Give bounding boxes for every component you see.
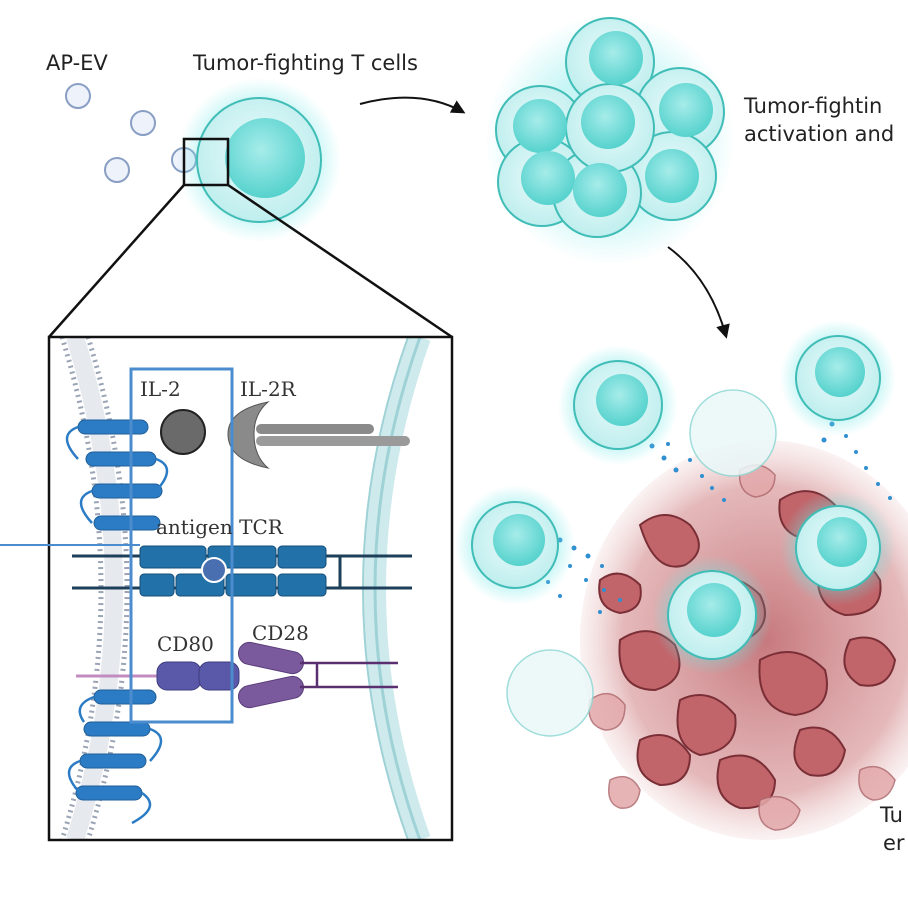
t-cells-label: Tumor-fighting T cells	[192, 51, 418, 75]
t-cell-cluster	[485, 15, 735, 265]
il2-label: IL-2	[140, 377, 181, 401]
vesicle	[65, 83, 91, 109]
antigen-tcr-complex	[72, 545, 412, 597]
cd80-cd28-complex	[76, 641, 398, 709]
membrane-zoom-panel	[47, 335, 454, 842]
zoom-region-marker	[182, 137, 230, 187]
il2-ligand	[160, 409, 206, 455]
activation-label-line2: activation and	[744, 122, 894, 146]
t-cell	[177, 78, 341, 242]
zoom-line-left	[48, 184, 185, 338]
ap-ev-vesicles	[65, 83, 197, 183]
vesicle	[104, 157, 130, 183]
attack-arrow	[667, 246, 730, 339]
tumor-label-line1: Tu	[879, 803, 903, 827]
zoom-line-right	[227, 183, 453, 339]
cd80-label: CD80	[157, 632, 214, 656]
vesicle	[130, 110, 156, 136]
cd28-label: CD28	[252, 621, 309, 645]
antigen-tcr-label: antigen TCR	[156, 515, 284, 539]
ap-ev-label: AP-EV	[46, 51, 108, 75]
tumor-label-line2: er	[883, 831, 905, 855]
proliferation-arrow	[359, 96, 466, 114]
il2r-label: IL-2R	[240, 377, 297, 401]
lipid-bilayer	[59, 337, 104, 840]
il2-receptor	[227, 401, 410, 469]
attacking-t-cells	[455, 320, 896, 737]
activation-label-line1: Tumor-fightin	[743, 94, 882, 118]
